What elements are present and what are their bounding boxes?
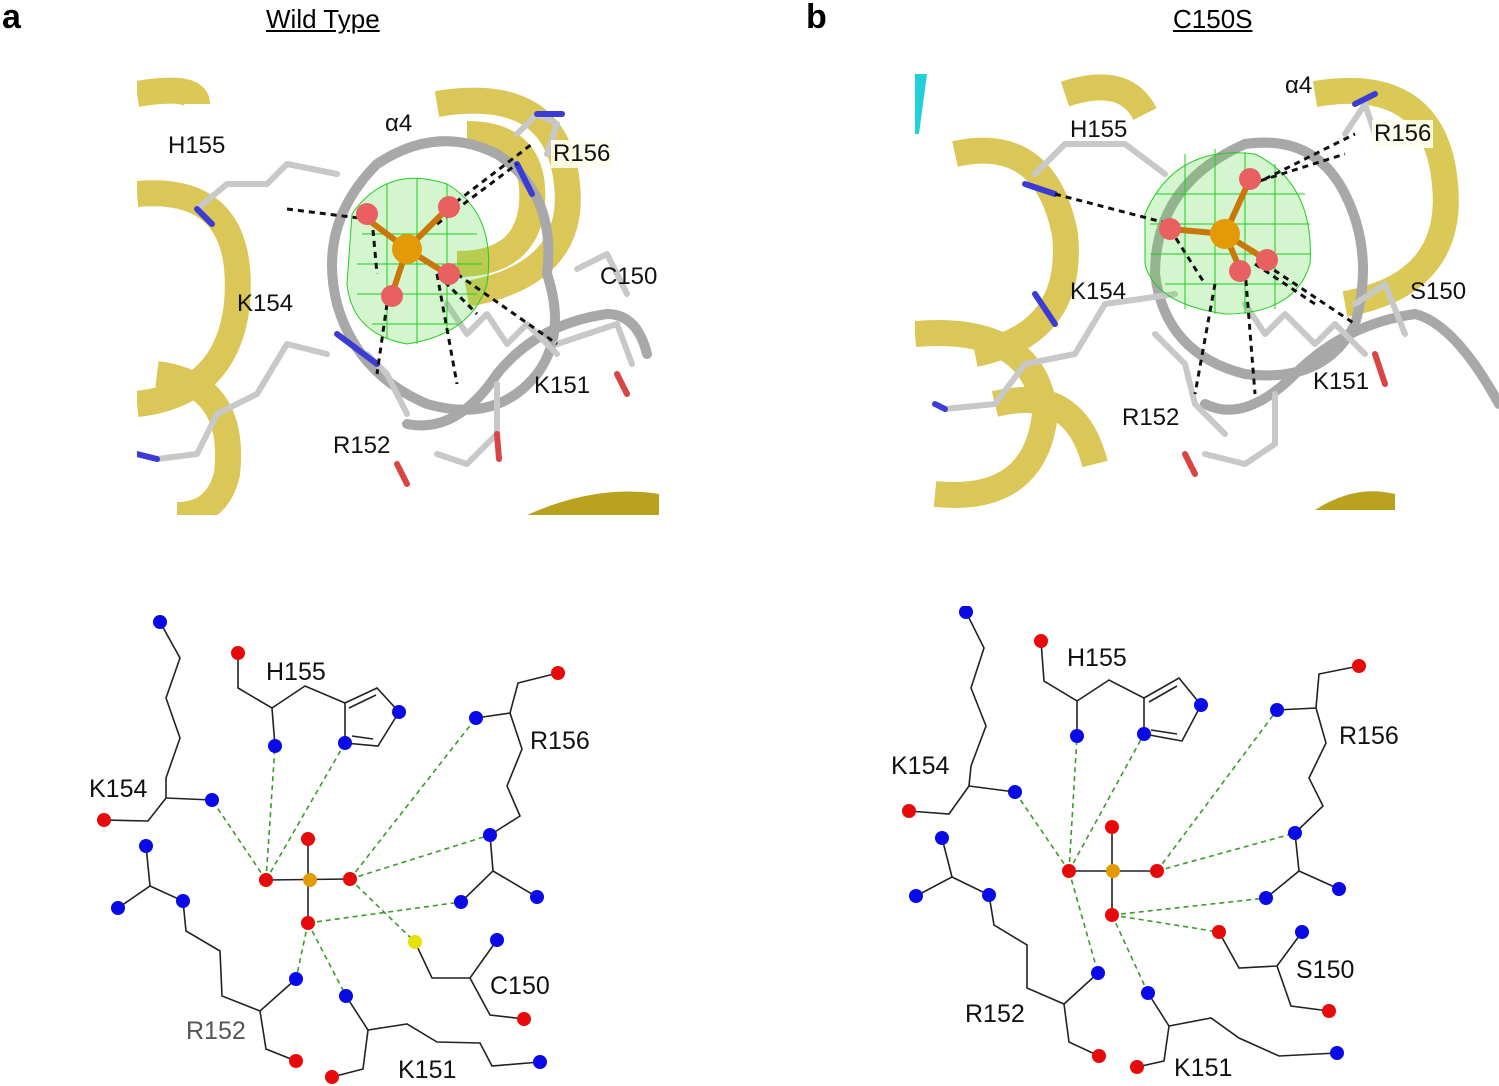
oxygen-atom bbox=[381, 285, 403, 307]
struct-a-label-h155: H155 bbox=[168, 132, 226, 159]
struct-a-label-k154: K154 bbox=[237, 290, 294, 317]
panel-a-title: Wild Type bbox=[266, 4, 380, 34]
oxygen-atom bbox=[1229, 260, 1251, 282]
scheme-a-label-k154: K154 bbox=[89, 775, 147, 803]
panel-b-structure-image bbox=[915, 74, 1499, 510]
oxygen-atom bbox=[1239, 168, 1261, 190]
helix-cartoon bbox=[137, 77, 581, 515]
struct-b-label-h155: H155 bbox=[1070, 116, 1128, 143]
panel-a-letter: a bbox=[2, 0, 21, 36]
panel-b-letter: b bbox=[806, 0, 827, 36]
scheme-a-label-c150: C150 bbox=[490, 972, 550, 1000]
side-chains bbox=[137, 111, 635, 487]
scheme-a-label-h155: H155 bbox=[266, 658, 326, 686]
panel-b-interaction-scheme: H155 R156 K154 S150 R152 K151 bbox=[891, 606, 1399, 1082]
struct-b-label-r156: R156 bbox=[1372, 120, 1434, 148]
scheme-b-label-k154: K154 bbox=[891, 752, 949, 780]
struct-b-label-r152: R152 bbox=[1122, 404, 1180, 431]
struct-a-label-r152: R152 bbox=[333, 432, 391, 459]
oxygen-atom bbox=[438, 196, 460, 218]
struct-a-label-c150: C150 bbox=[600, 263, 658, 290]
struct-a-label-a4: α4 bbox=[385, 110, 413, 137]
phosphorus-atom bbox=[1210, 219, 1240, 249]
phosphorus-atom bbox=[392, 234, 422, 264]
scheme-atoms bbox=[902, 606, 1366, 1074]
scheme-b-label-h155: H155 bbox=[1067, 644, 1127, 672]
scheme-b-label-k151: K151 bbox=[1174, 1054, 1232, 1082]
oxygen-atom bbox=[1256, 249, 1278, 271]
panel-b-title: C150S bbox=[1173, 4, 1253, 34]
struct-b-label-a4: α4 bbox=[1285, 72, 1313, 99]
struct-a-label-r156: R156 bbox=[551, 140, 613, 168]
scheme-a-label-r156: R156 bbox=[530, 727, 590, 755]
struct-b-label-k154: K154 bbox=[1070, 278, 1127, 305]
oxygen-atom bbox=[356, 203, 378, 225]
struct-b-label-s150: S150 bbox=[1410, 278, 1467, 305]
panel-a-interaction-scheme: H155 R156 K154 C150 R152 K151 bbox=[89, 615, 590, 1084]
scheme-b-label-r156: R156 bbox=[1339, 722, 1399, 750]
oxygen-atom bbox=[438, 263, 460, 285]
scheme-b-label-s150: S150 bbox=[1296, 956, 1354, 984]
scheme-a-label-r152: R152 bbox=[186, 1017, 246, 1045]
density-mesh bbox=[346, 177, 490, 345]
oxygen-atom bbox=[1159, 218, 1181, 240]
scheme-atoms bbox=[97, 615, 565, 1084]
loop-cartoon bbox=[327, 136, 652, 431]
scheme-a-label-k151: K151 bbox=[398, 1056, 456, 1084]
struct-b-label-k151: K151 bbox=[1313, 368, 1370, 395]
scheme-b-label-r152: R152 bbox=[965, 1000, 1025, 1028]
struct-a-label-k151: K151 bbox=[534, 372, 591, 399]
